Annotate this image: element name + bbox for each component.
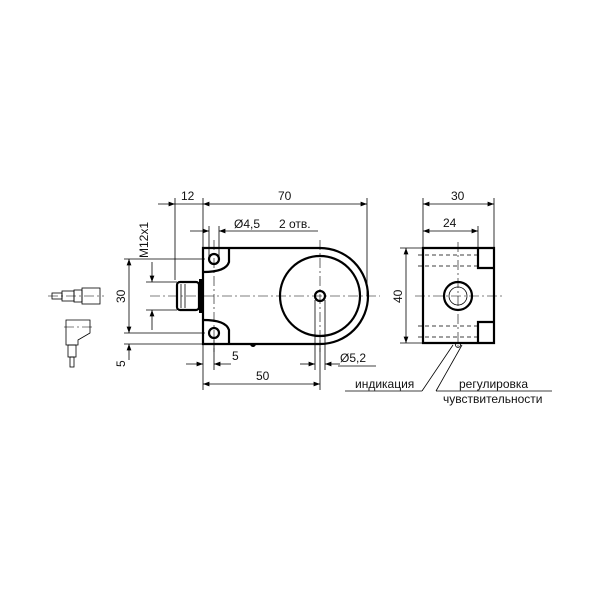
- dim-12: 12: [181, 189, 195, 203]
- label-adjustment-2: чувствительности: [443, 392, 542, 406]
- dim-5-horizontal: 5: [232, 349, 239, 363]
- dim-hole-count: 2 отв.: [279, 217, 311, 231]
- sensor-front-view: [150, 240, 380, 352]
- dim-24: 24: [443, 216, 457, 230]
- label-adjustment-1: регулировка: [459, 377, 528, 391]
- dim-40: 40: [391, 289, 405, 303]
- dim-50: 50: [256, 369, 270, 383]
- straight-connector-icon: [48, 287, 104, 305]
- dimension-lines: [126, 201, 376, 387]
- label-indication: индикация: [355, 377, 414, 391]
- dim-70: 70: [278, 189, 292, 203]
- dim-thread: M12x1: [137, 222, 151, 258]
- dim-hole-diameter: Ø4,5: [234, 217, 260, 231]
- dim-5-vertical: 5: [114, 360, 128, 367]
- dim-30-depth: 30: [451, 189, 465, 203]
- dim-30-holes: 30: [114, 289, 128, 303]
- sensor-side-view: [345, 198, 552, 392]
- dim-indicator-diameter: Ø5,2: [340, 351, 366, 365]
- angled-connector-icon: [64, 319, 92, 368]
